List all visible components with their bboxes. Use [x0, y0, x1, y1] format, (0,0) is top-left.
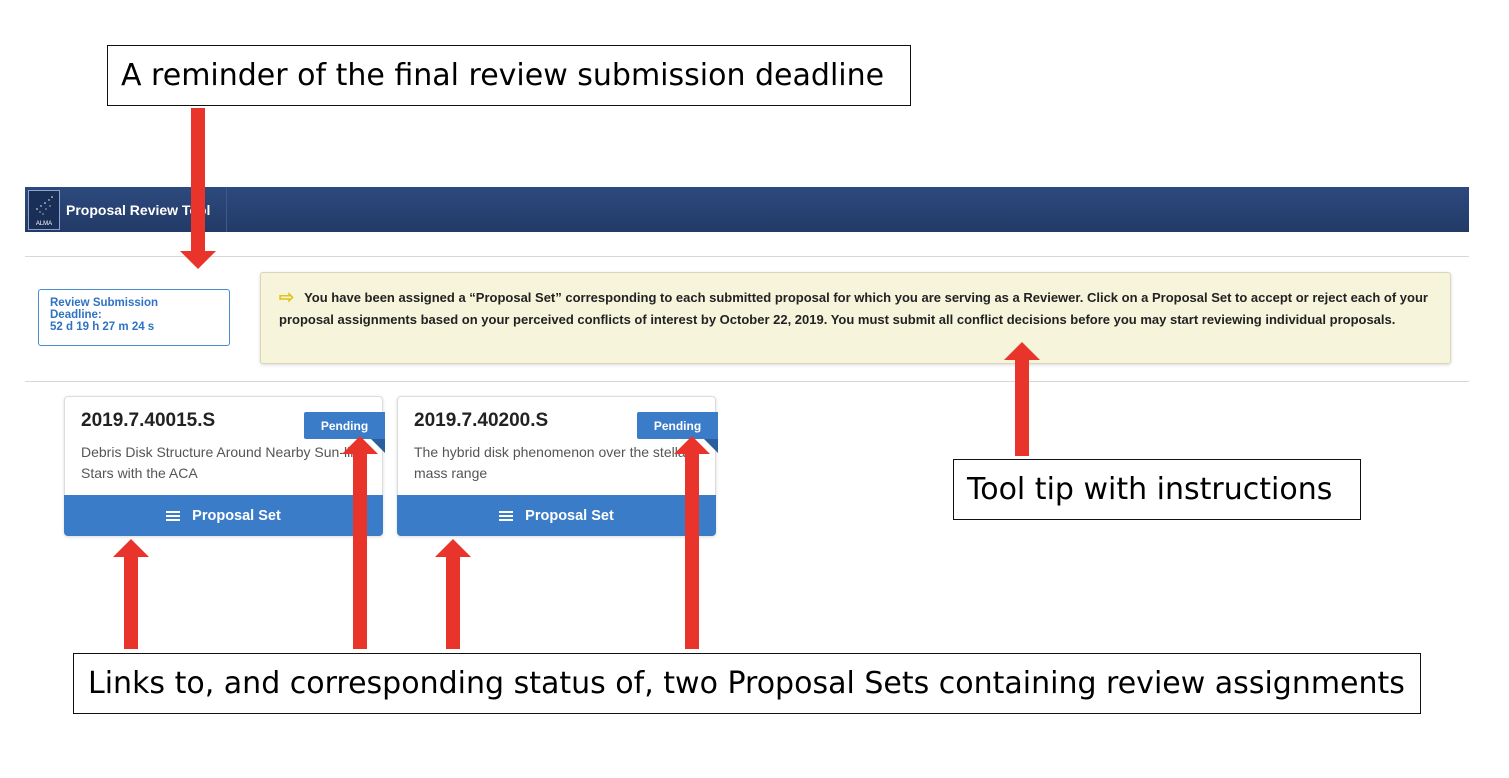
annotation-arrow: [1004, 342, 1040, 456]
annotation-arrow: [113, 539, 149, 649]
proposal-set-button-label: Proposal Set: [192, 507, 281, 524]
alma-logo: ALMA: [28, 189, 60, 230]
annotation-deadline-reminder: A reminder of the final review submissio…: [107, 45, 911, 106]
annotation-arrow: [342, 436, 378, 649]
annotation-arrow: [180, 108, 216, 269]
logo-text: ALMA: [35, 220, 53, 227]
annotation-proposal-sets: Links to, and corresponding status of, t…: [73, 653, 1421, 714]
instructions-tooltip: ⇨You have been assigned a “Proposal Set”…: [260, 272, 1451, 364]
proposal-title: Debris Disk Structure Around Nearby Sun-…: [81, 444, 366, 481]
proposal-set-button[interactable]: Proposal Set: [64, 495, 383, 536]
proposal-set-button-label: Proposal Set: [525, 507, 614, 524]
proposal-set-card[interactable]: 2019.7.40200.S The hybrid disk phenomeno…: [397, 396, 718, 536]
annotation-arrow: [435, 539, 471, 649]
list-icon: [166, 510, 181, 521]
app-title[interactable]: Proposal Review Tool: [60, 187, 228, 232]
deadline-label-line1: Review Submission: [50, 297, 159, 309]
tooltip-text: You have been assigned a “Proposal Set” …: [279, 290, 1428, 327]
divider-top: [25, 256, 1469, 257]
annotation-arrow: [674, 436, 710, 649]
right-arrow-icon: ⇨: [279, 287, 295, 307]
divider-bottom: [25, 381, 1469, 382]
proposal-id: 2019.7.40015.S: [81, 410, 216, 431]
list-icon: [499, 510, 514, 521]
deadline-label-line2: Deadline:: [50, 309, 102, 321]
deadline-countdown: 52 d 19 h 27 m 24 s: [50, 321, 155, 333]
proposal-title: The hybrid disk phenomenon over the stel…: [414, 444, 691, 481]
proposal-id: 2019.7.40200.S: [414, 410, 549, 431]
deadline-countdown-box: Review Submission Deadline: 52 d 19 h 27…: [38, 289, 230, 346]
proposal-set-button[interactable]: Proposal Set: [397, 495, 716, 536]
proposal-set-card[interactable]: 2019.7.40015.S Debris Disk Structure Aro…: [64, 396, 385, 536]
app-header: ALMA Proposal Review Tool: [25, 187, 1469, 232]
annotation-tooltip: Tool tip with instructions: [953, 459, 1361, 520]
status-badge: Pending: [637, 412, 718, 439]
status-badge: Pending: [304, 412, 385, 439]
